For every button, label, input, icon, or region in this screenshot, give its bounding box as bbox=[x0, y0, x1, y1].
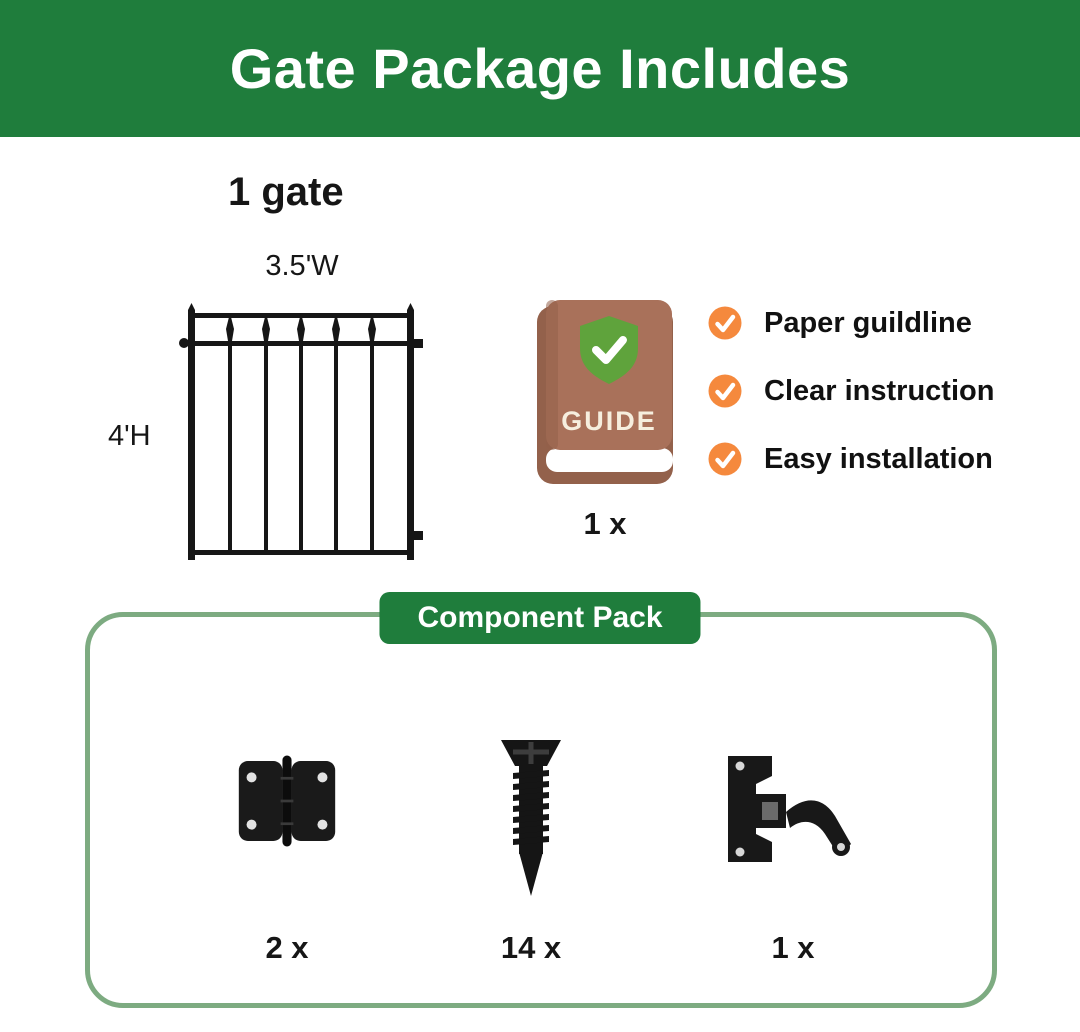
hinge-icon bbox=[238, 755, 336, 847]
header-banner: Gate Package Includes bbox=[0, 0, 1080, 137]
page-title: Gate Package Includes bbox=[229, 37, 851, 100]
screw-icon bbox=[501, 740, 561, 896]
feature-label: Paper guildline bbox=[764, 306, 972, 339]
guide-quantity-label: 1 x bbox=[583, 506, 627, 541]
feature-label: Clear instruction bbox=[764, 374, 995, 407]
check-icon bbox=[708, 442, 742, 476]
screw-quantity-label: 14 x bbox=[500, 930, 562, 965]
list-item: Paper guildline bbox=[708, 305, 994, 341]
hinge-quantity-label: 2 x bbox=[265, 930, 309, 965]
latch-icon bbox=[728, 756, 851, 862]
feature-label: Easy installation bbox=[764, 442, 993, 475]
latch-quantity-label: 1 x bbox=[771, 930, 815, 965]
check-icon bbox=[708, 306, 742, 340]
check-icon bbox=[708, 374, 742, 408]
shield-check-icon bbox=[580, 316, 638, 384]
gate-count-label: 1 gate bbox=[228, 170, 344, 214]
guide-book-icon: GUIDE bbox=[537, 300, 673, 484]
list-item: Easy installation bbox=[708, 441, 994, 477]
gate-illustration bbox=[179, 303, 423, 560]
guide-title-text: GUIDE bbox=[561, 406, 657, 436]
list-item: Clear instruction bbox=[708, 373, 994, 409]
component-pack-title: Component Pack bbox=[379, 592, 701, 644]
gate-height-label: 4'H bbox=[108, 420, 151, 452]
gate-width-label: 3.5'W bbox=[265, 250, 339, 282]
feature-list: Paper guildline Clear instruction Easy i… bbox=[708, 305, 994, 509]
